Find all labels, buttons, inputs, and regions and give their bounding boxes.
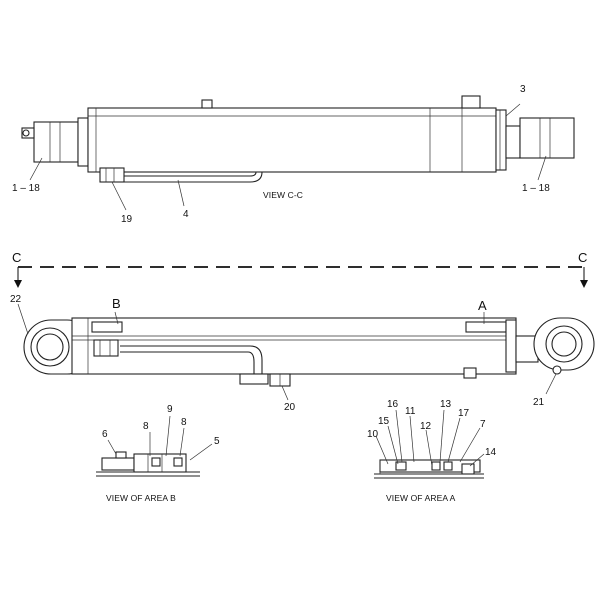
top-callout-3: 3 bbox=[520, 84, 526, 95]
detail-b-callout-9: 9 bbox=[167, 404, 173, 415]
top-right-bracket bbox=[461, 95, 481, 109]
side-view-cylinder bbox=[17, 303, 595, 401]
lower-fitting bbox=[239, 373, 269, 385]
top-callout-4: 4 bbox=[183, 209, 189, 220]
tube-fitting bbox=[99, 167, 125, 183]
top-view-cylinder bbox=[21, 95, 575, 211]
section-label-left: C bbox=[12, 250, 21, 265]
detail-b-callout-8b: 8 bbox=[181, 417, 187, 428]
left-rod-end bbox=[33, 121, 79, 163]
detail-a-callout-14: 14 bbox=[485, 447, 497, 458]
top-callout-19: 19 bbox=[121, 214, 133, 225]
detail-b-caption: VIEW OF AREA B bbox=[106, 493, 176, 503]
side-callout-22: 22 bbox=[10, 294, 22, 305]
section-line bbox=[14, 266, 588, 288]
detail-b-callout-6: 6 bbox=[102, 429, 108, 440]
detail-a-callout-13: 13 bbox=[440, 399, 452, 410]
detail-b-callout-8a: 8 bbox=[143, 421, 149, 432]
detail-a-callout-16: 16 bbox=[387, 399, 399, 410]
detail-a-caption: VIEW OF AREA A bbox=[386, 493, 456, 503]
detail-a-callout-12: 12 bbox=[420, 421, 432, 432]
detail-area-a bbox=[374, 409, 485, 479]
detail-b-callout-5: 5 bbox=[214, 436, 220, 447]
top-callout-left-end: 1 – 18 bbox=[12, 183, 40, 194]
detail-a-callout-15: 15 bbox=[378, 416, 390, 427]
detail-a-callout-17: 17 bbox=[458, 408, 470, 419]
right-end-cap bbox=[519, 117, 575, 159]
detail-a-callout-10: 10 bbox=[367, 429, 379, 440]
area-a-label: A bbox=[478, 298, 487, 313]
top-barrel bbox=[87, 107, 497, 173]
side-callout-21: 21 bbox=[533, 397, 545, 408]
top-callout-right-end: 1 – 18 bbox=[522, 183, 550, 194]
detail-a-callout-7: 7 bbox=[480, 419, 486, 430]
side-callout-20: 20 bbox=[284, 402, 296, 413]
area-b-label: B bbox=[112, 296, 121, 311]
external-tube bbox=[103, 171, 263, 183]
view-cc-caption: VIEW C-C bbox=[263, 190, 303, 200]
detail-area-b bbox=[96, 415, 213, 477]
detail-a-callout-11: 11 bbox=[405, 406, 416, 417]
section-label-right: C bbox=[578, 250, 587, 265]
